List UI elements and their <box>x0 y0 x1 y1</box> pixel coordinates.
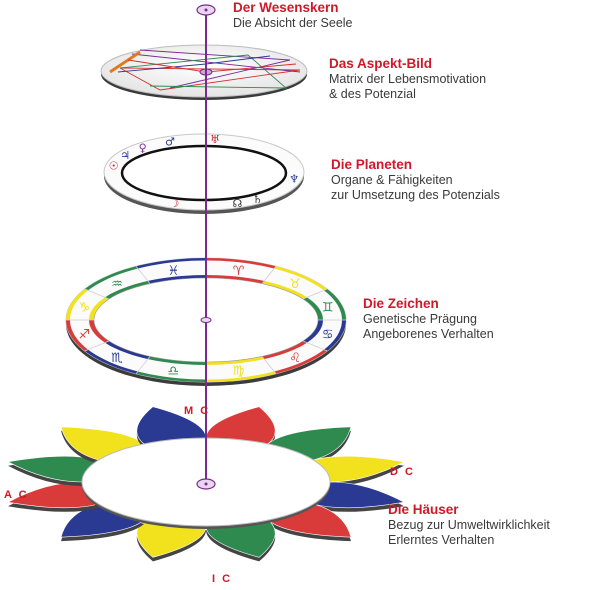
house-segment <box>205 406 276 445</box>
sign-color-band <box>66 320 89 351</box>
layer-core-line-1: Die Absicht der Seele <box>233 16 353 30</box>
sign-color-band <box>84 349 138 374</box>
house-segment <box>205 519 276 558</box>
layer-planets-label: Die Planeten Organe & Fähigkeiten zur Um… <box>331 157 500 203</box>
sign-color-band <box>274 266 328 291</box>
sign-color-band <box>136 258 206 269</box>
house-segment <box>267 503 352 538</box>
layer-aspect-line-2: & des Potenzial <box>329 87 416 101</box>
sign-color-band-inner <box>303 297 323 320</box>
planets-ring-inner <box>120 144 288 202</box>
sign-glyph: ♊ <box>322 301 334 316</box>
planet-glyph: ♆ <box>289 173 299 186</box>
layer-houses-label: Die Häuser Bezug zur Umweltwirklichkeit … <box>388 502 550 548</box>
layer-core-label: Der Wesenskern Die Absicht der Seele <box>233 0 353 31</box>
sign-glyph: ♋ <box>322 327 334 342</box>
layer-planets-line-1: Organe & Fähigkeiten <box>331 173 453 187</box>
layer-aspect-title: Das Aspekt-Bild <box>329 56 433 71</box>
house-segment <box>136 406 207 445</box>
sign-divider <box>302 288 328 300</box>
planet-glyph: ♂ <box>165 135 175 148</box>
layer-houses-title: Die Häuser <box>388 502 459 517</box>
planet-glyph: ♀ <box>139 141 147 154</box>
sign-glyph: ♐ <box>78 327 90 342</box>
layer-planets-line-2: zur Umsetzung des Potenzials <box>331 188 500 202</box>
sign-glyph: ♌ <box>289 351 301 366</box>
house-segment <box>312 481 405 509</box>
planet-glyph: ☉ <box>109 160 119 173</box>
core-marker <box>196 4 216 16</box>
sign-divider <box>84 340 110 352</box>
planet-glyph: ☊ <box>232 197 242 210</box>
axis-label-ac: A C <box>4 489 29 501</box>
sign-glyph: ♍ <box>233 364 245 379</box>
signs-center-marker <box>200 317 212 323</box>
layer-planets-title: Die Planeten <box>331 157 413 172</box>
sign-divider <box>84 288 110 300</box>
sign-color-band <box>206 371 276 382</box>
layer-houses-line-1: Bezug zur Umweltwirklichkeit <box>388 518 550 532</box>
sign-divider <box>302 340 328 352</box>
sign-glyph: ♉ <box>289 277 301 292</box>
sign-glyph: ♑ <box>78 301 90 316</box>
house-segment <box>312 455 405 483</box>
sign-color-band <box>84 266 138 291</box>
axis-label-ic: I C <box>212 573 233 585</box>
axis-label-mc: M C <box>184 405 211 417</box>
layer-houses-line-2: Erlerntes Verhalten <box>388 533 495 547</box>
layer-core-title: Der Wesenskern <box>233 0 339 15</box>
sign-divider <box>261 266 277 284</box>
sign-color-band <box>323 289 346 320</box>
layer-aspect-line-1: Matrix der Lebensmotivation <box>329 72 487 86</box>
layer-aspect-label: Das Aspekt-Bild Matrix der Lebensmotivat… <box>329 56 486 102</box>
house-segment <box>267 426 352 461</box>
sign-glyph: ♎ <box>168 364 180 379</box>
sign-color-band <box>323 320 346 351</box>
sign-color-band-inner <box>89 320 109 343</box>
planet-glyph: ♅ <box>210 133 220 146</box>
sign-glyph: ♓ <box>168 264 180 279</box>
sign-glyph: ♏ <box>111 351 123 366</box>
sign-color-band-inner <box>303 320 323 343</box>
sign-color-band <box>136 371 206 382</box>
sign-color-band <box>66 289 89 320</box>
sign-divider <box>135 356 151 374</box>
sign-color-band-inner <box>89 297 109 320</box>
aspect-disc <box>100 44 308 100</box>
planet-glyph: ♃ <box>120 149 130 162</box>
planets-ring: ♅ ♂ ♀ ♃☉ ♄ ☽ ♆ ☊ <box>103 133 305 214</box>
sign-glyph: ♒ <box>111 277 123 292</box>
planet-glyph: ♄ <box>253 193 263 206</box>
layer-signs-label: Die Zeichen Genetische Prägung Angeboren… <box>363 296 494 342</box>
axis-label-dc: D C <box>390 466 415 478</box>
layer-signs-line-1: Genetische Prägung <box>363 312 477 326</box>
layer-signs-title: Die Zeichen <box>363 296 439 311</box>
sign-color-band <box>206 258 276 269</box>
sign-divider <box>135 266 151 284</box>
houses-center-marker <box>196 478 216 490</box>
layer-signs-line-2: Angeborenes Verhalten <box>363 327 494 341</box>
sign-glyph: ♈ <box>233 264 245 279</box>
planet-glyph: ☽ <box>169 197 179 210</box>
sign-divider <box>261 356 277 374</box>
sign-color-band <box>274 349 328 374</box>
house-segment <box>60 426 145 461</box>
